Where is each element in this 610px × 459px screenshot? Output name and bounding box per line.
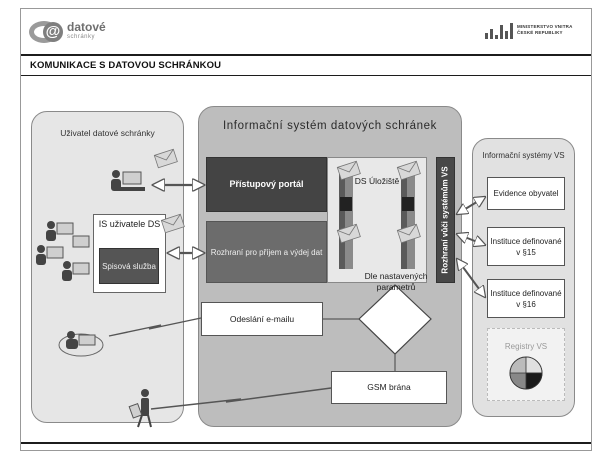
is-user-label: IS uživatele DS [98,219,161,229]
envelope-icon [396,160,421,181]
decision-label: Dle nastavených parametrů [364,271,428,292]
ds-storage-label: DS Úložiště [354,176,400,186]
at-sign-icon: @ [43,22,63,42]
evidence-box: Evidence obyvatel [487,177,565,210]
envelope-icon [336,160,361,181]
user-computer-icon [111,170,145,191]
office-users-icon [36,221,90,281]
envelope-icon [336,223,361,244]
logo-subword: schránky [67,34,96,40]
registry-pie-icon [509,356,543,390]
user-panel-title: Uživatel datové schránky [60,128,155,138]
vs-panel-title: Informační systémy VS [482,151,565,160]
mobile-user-icon [128,389,152,428]
envelope-icon [153,148,178,169]
spisova-box: Spisová služba [99,248,159,284]
header-rule [21,54,591,56]
instituce16-box: Instituce definované v §16 [487,279,565,318]
vs-interface-box [436,157,455,283]
storage-cylinder-right [401,169,415,269]
rozhrani-box: Rozhraní pro příjem a výdej dat [206,221,327,283]
storage-cylinder-left [339,169,353,269]
isds-panel-title: Informační systém datových schránek [222,120,438,132]
diagram-drawing [36,148,543,428]
ministry-logo: MINISTERSTVO VNITRA ČESKÉ REPUBLIKY [485,19,583,41]
logo-arc-icon [29,21,59,43]
vs-interface-label: Rozhraní vůči systémům VS [440,166,450,274]
title-rule [21,75,591,76]
decision-diamond [358,284,432,355]
logo-word: datové [67,20,106,34]
portal-box: Přístupový portál [206,157,327,212]
footer-rule [21,442,591,444]
slide-frame: @ datové schránky MINISTERSTVO VNITRA ČE… [20,8,592,451]
email-box: Odeslání e-mailu [201,302,323,336]
ministry-text: MINISTERSTVO VNITRA ČESKÉ REPUBLIKY [517,24,573,35]
gsm-box: GSM brána [331,371,447,404]
laptop-user-icon [58,331,104,357]
instituce15-box: Instituce definované v §15 [487,227,565,266]
datove-schranky-logo: @ datové schránky [29,18,119,46]
envelope-icon [160,213,185,234]
page-title: KOMUNIKACE S DATOVOU SCHRÁNKOU [30,60,222,71]
envelope-icon [396,223,421,244]
ministry-bars-icon [485,23,513,39]
